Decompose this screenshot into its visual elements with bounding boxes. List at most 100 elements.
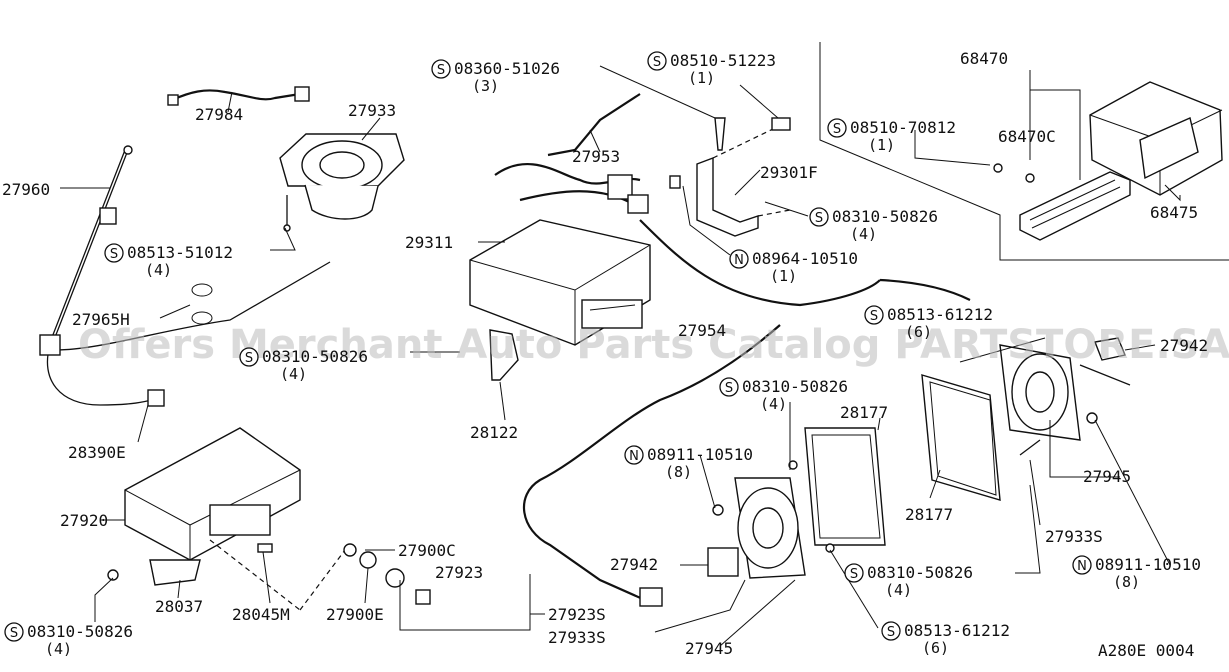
callout-27933s: 27933S	[1045, 527, 1103, 546]
callout-27945: 27945	[1083, 467, 1131, 486]
callout-part-number: 27900C	[398, 541, 456, 560]
bracket-28037	[149, 559, 201, 586]
callout-prefix: S	[10, 626, 18, 641]
callout-part-number: 08513-51012	[127, 243, 233, 262]
callout-part-number: 68470	[960, 49, 1008, 68]
callout-part-number: 27942	[610, 555, 658, 574]
callout-08310-50826: S 08310-50826(4)	[719, 377, 848, 413]
tweeter-27942-left	[707, 547, 739, 577]
callout-prefix: S	[833, 122, 841, 137]
callout-prefix-circle	[431, 59, 451, 79]
callout-part-number: 29301F	[760, 163, 818, 182]
callout-quantity: (1)	[770, 267, 797, 285]
callout-prefix: S	[870, 309, 878, 324]
callout-part-number: 27942	[1160, 336, 1208, 355]
callout-prefix: S	[245, 351, 253, 366]
bracket-28122	[489, 329, 519, 381]
callout-part-number: 27984	[195, 105, 243, 124]
callout-quantity: (4)	[280, 365, 307, 383]
callout-27945: 27945	[685, 639, 733, 658]
callout-08911-10510: N 08911-10510(8)	[1072, 555, 1201, 591]
callout-part-number: 27953	[572, 147, 620, 166]
callout-part-number: 68475	[1150, 203, 1198, 222]
callout-27900c: 27900C	[398, 541, 456, 560]
callout-prefix-circle	[624, 445, 644, 465]
callout-part-number: 27945	[1083, 467, 1131, 486]
callout-part-number: 27923	[435, 563, 483, 582]
callout-quantity: (6)	[922, 639, 949, 657]
callout-part-number: 08964-10510	[752, 249, 858, 268]
callout-part-number: 28177	[840, 403, 888, 422]
callout-29301f: 29301F	[760, 163, 818, 182]
cable-plug	[167, 94, 179, 106]
callout-08360-51026: S 08360-51026(3)	[431, 59, 560, 95]
callout-prefix: S	[110, 247, 118, 262]
callout-08310-50826: S 08310-50826(4)	[809, 207, 938, 243]
callout-part-number: 08310-50826	[742, 377, 848, 396]
cable-socket	[294, 86, 310, 102]
callout-prefix: S	[653, 55, 661, 70]
callout-prefix: S	[725, 381, 733, 396]
callout-27920: 27920	[60, 511, 108, 530]
callout-part-number: 08310-50826	[27, 622, 133, 641]
callout-28177: 28177	[905, 505, 953, 524]
callout-part-number: 27945	[685, 639, 733, 658]
callout-prefix: S	[850, 567, 858, 582]
callout-quantity: (4)	[850, 225, 877, 243]
callout-quantity: (8)	[1113, 573, 1140, 591]
callout-prefix: S	[815, 211, 823, 226]
callout-27960: 27960	[2, 180, 50, 199]
callout-27942: 27942	[1160, 336, 1208, 355]
callout-27933: 27933	[348, 101, 396, 120]
callout-part-number: 28037	[155, 597, 203, 616]
speaker-cable-27954	[522, 324, 781, 602]
watermark: Offers Merchant Auto Parts Catalog PARTS…	[78, 322, 1229, 368]
grille-68470	[1019, 171, 1131, 241]
callout-prefix-circle	[827, 118, 847, 138]
callout-quantity: (1)	[688, 69, 715, 87]
callout-quantity: (4)	[760, 395, 787, 413]
callout-08510-70812: S 08510-70812(1)	[827, 118, 956, 154]
callout-27984: 27984	[195, 105, 243, 124]
callout-27933s: 27933S	[548, 628, 606, 647]
callout-part-number: 08510-70812	[850, 118, 956, 137]
callout-part-number: 68470C	[998, 127, 1056, 146]
callout-prefix: N	[1077, 559, 1087, 574]
callout-prefix-circle	[719, 377, 739, 397]
callout-prefix: S	[437, 63, 445, 78]
callout-28045m: 28045M	[232, 605, 290, 624]
callout-part-number: 08360-51026	[454, 59, 560, 78]
callout-part-number: 08310-50826	[832, 207, 938, 226]
callout-prefix: N	[629, 449, 639, 464]
callout-part-number: 08911-10510	[647, 445, 753, 464]
callout-part-number: 08513-61212	[887, 305, 993, 324]
callout-29311: 29311	[405, 233, 453, 252]
callout-28390e: 28390E	[68, 443, 126, 462]
callout-part-number: 08911-10510	[1095, 555, 1201, 574]
grille-28177-left	[804, 427, 886, 546]
leader-lines	[60, 65, 1181, 647]
callout-part-number: 27920	[60, 511, 108, 530]
callout-quantity: (1)	[868, 136, 895, 154]
callout-prefix-circle	[647, 51, 667, 71]
callout-prefix-circle	[104, 243, 124, 263]
callout-prefix-circle	[239, 347, 259, 367]
callout-quantity: (3)	[472, 77, 499, 95]
part-drawings	[39, 42, 1229, 611]
grille-28177-right	[921, 374, 1001, 501]
callout-27900e: 27900E	[326, 605, 384, 624]
callout-68475: 68475	[1150, 203, 1198, 222]
callout-27942: 27942	[610, 555, 658, 574]
amplifier-27920	[124, 427, 301, 561]
callout-28037: 28037	[155, 597, 203, 616]
